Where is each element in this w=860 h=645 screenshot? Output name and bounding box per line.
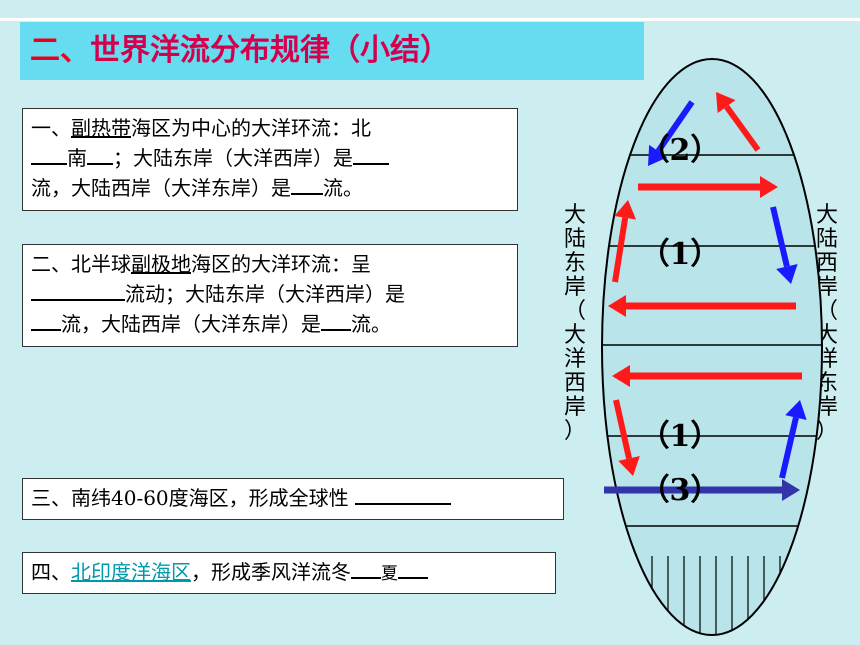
box3-text: 三、南纬40-60度海区，形成全球性 (31, 486, 349, 510)
right-label-char: 岸 (815, 275, 838, 300)
summary-box-monsoon: 四、北印度洋海区，形成季风洋流冬 夏 (22, 552, 556, 594)
right-label-char: 陆 (815, 227, 838, 252)
warm-current-arrow-head (618, 456, 640, 476)
warm-current-arrow-head (608, 295, 626, 317)
box4-text-3: 夏 (381, 564, 398, 584)
label-subtropical-1-south: （1） (640, 419, 721, 454)
box1-text-3: 南 (67, 146, 87, 170)
left-label-char: 岸 (563, 395, 586, 420)
warm-current-arrow (638, 176, 778, 198)
left-label-char: 岸 (563, 275, 586, 300)
right-label-char: ） (815, 419, 838, 444)
label-west-wind-3: （3） (640, 473, 721, 508)
box4-text-1: 四、 (31, 560, 71, 584)
box1-text-6: 流。 (323, 176, 363, 200)
label-subtropical-1-north: （1） (640, 237, 721, 272)
warm-current-arrow-head (614, 200, 637, 220)
warm-current-arrow (612, 365, 802, 387)
cold-current-arrow (779, 400, 807, 479)
blank-7 (321, 309, 351, 331)
warm-current-arrow (612, 200, 637, 283)
west-wind-drift-arrow-head (782, 479, 800, 501)
left-label-char: 大 (563, 203, 586, 228)
right-label-char: 大 (815, 203, 838, 228)
blank-3 (353, 143, 389, 165)
left-label-char: 东 (563, 251, 586, 276)
summary-box-subpolar: 二、北半球副极地海区的大洋环流：呈 流动；大陆东岸（大洋西岸）是 流，大陆西岸（… (22, 244, 518, 347)
box1-underline-subtropical: 副热带 (71, 116, 131, 140)
box1-text-2: 海区为中心的大洋环流：北 (131, 116, 371, 140)
box2-text-4: 流，大陆西岸（大洋东岸）是 (61, 312, 321, 336)
cold-current-arrow-head (648, 144, 668, 166)
cold-current-arrow-head (785, 400, 807, 421)
warm-current-arrow (716, 92, 761, 152)
cold-current-arrow-head (776, 263, 798, 284)
box2-text-2: 海区的大洋环流：呈 (191, 252, 371, 276)
warm-current-arrow (613, 399, 640, 476)
right-label-char: 岸 (815, 395, 838, 420)
warm-current-arrow-shaft (613, 399, 632, 460)
left-label-char: 洋 (563, 347, 586, 372)
blank-1 (31, 143, 67, 165)
warm-current-arrow-shaft (724, 104, 761, 152)
cold-current-arrow-shaft (655, 100, 695, 153)
box1-text-4: ；大陆东岸（大洋西岸）是 (113, 146, 353, 170)
box1-text-1: 一、 (31, 116, 71, 140)
page-title: 二、世界洋流分布规律（小结） (20, 22, 644, 80)
left-label-char: 大 (563, 323, 586, 348)
current-arrows (604, 92, 807, 501)
summary-box-west-wind: 三、南纬40-60度海区，形成全球性 (22, 478, 564, 520)
warm-current-arrow-head (716, 92, 736, 114)
cold-current-arrow-shaft (770, 206, 790, 268)
box2-underline-subpolar: 副极地 (131, 252, 191, 276)
blank-5 (31, 279, 125, 301)
top-rule (0, 18, 860, 21)
west-wind-drift-arrow (604, 479, 800, 501)
right-label-char: 西 (815, 251, 838, 276)
blank-4 (291, 173, 323, 195)
title-number: 二、 (30, 33, 90, 68)
box2-text-5: 流。 (351, 312, 391, 336)
box4-text-2: ，形成季风洋流冬 (191, 560, 351, 584)
title-text: 世界洋流分布规律（小结） (90, 33, 450, 68)
left-label-char: 陆 (563, 227, 586, 252)
summary-box-subtropical: 一、副热带海区为中心的大洋环流：北 南 ；大陆东岸（大洋西岸）是 流，大陆西岸（大… (22, 108, 518, 211)
warm-current-arrow-head (760, 176, 778, 198)
box1-text-5: 流，大陆西岸（大洋东岸）是 (31, 176, 291, 200)
blank-6 (31, 309, 61, 331)
box2-text-1: 二、北半球 (31, 252, 131, 276)
cold-current-arrow-shaft (779, 416, 799, 479)
cold-current-arrow (770, 206, 798, 284)
box2-text-3: 流动；大陆东岸（大洋西岸）是 (125, 282, 405, 306)
cold-current-arrow (648, 100, 695, 166)
left-vertical-label: 大陆东岸（大洋西岸） (562, 204, 588, 444)
blank-2 (87, 143, 113, 165)
warm-current-arrow (608, 295, 796, 317)
left-label-char: （ (563, 299, 586, 324)
left-label-char: 西 (563, 371, 586, 396)
blank-9 (351, 557, 381, 579)
label-subpolar-2: （2） (640, 133, 721, 168)
blank-8 (355, 483, 452, 505)
warm-current-arrow-head (612, 365, 630, 387)
north-indian-ocean-link[interactable]: 北印度洋海区 (71, 560, 191, 584)
warm-current-arrow-shaft (612, 217, 629, 283)
blank-10 (398, 557, 428, 579)
left-label-char: ） (563, 419, 586, 444)
